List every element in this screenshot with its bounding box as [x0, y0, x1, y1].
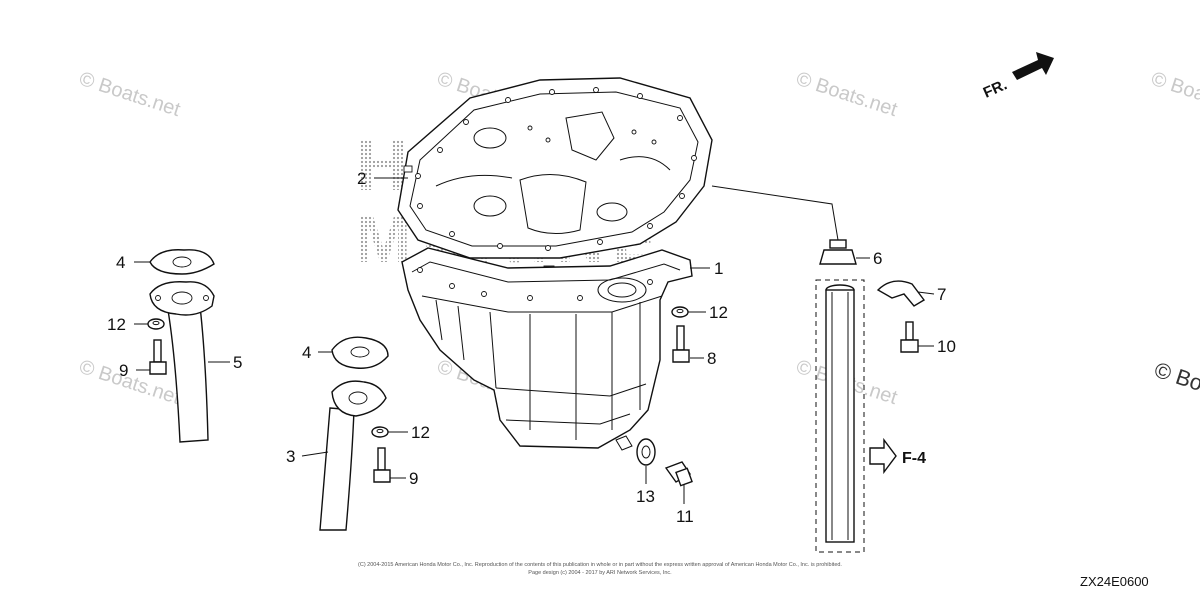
callout-5: 5 — [233, 353, 242, 372]
part-3-pipe-middle — [319, 380, 387, 531]
footer: (C) 2004-2015 American Honda Motor Co., … — [358, 562, 1149, 589]
part-1-oil-pan — [401, 247, 693, 451]
reference-label: F-4 — [902, 450, 926, 467]
part-11-drain-bolt — [664, 461, 693, 487]
part-13-washer — [636, 438, 656, 466]
callout-10: 10 — [937, 337, 956, 356]
callout-12-right: 12 — [709, 303, 728, 322]
part-7-clip — [876, 280, 926, 307]
callout-6: 6 — [873, 249, 882, 268]
callout-12-middle: 12 — [411, 423, 430, 442]
callout-11: 11 — [676, 507, 694, 526]
part-12-washer-left — [147, 318, 165, 330]
watermark-text: © Boats.net — [76, 68, 183, 121]
callout-1: 1 — [714, 259, 723, 278]
reference-f4: F-4 — [869, 437, 926, 475]
leader-lines — [134, 177, 935, 504]
watermark-text: © Boats.net — [1148, 68, 1200, 121]
watermark-text-edge: © Boats.net — [1151, 357, 1200, 416]
callout-4-middle: 4 — [302, 343, 311, 362]
callout-4-left: 4 — [116, 253, 125, 272]
front-label: FR. — [981, 76, 1010, 101]
watermark-text: © Boats.net — [793, 68, 900, 121]
part-5-pipe-left — [149, 281, 215, 443]
front-direction-indicator: FR. — [981, 52, 1054, 102]
part-10-bolt — [900, 321, 919, 353]
diagram-code: ZX24E0600 — [1080, 574, 1149, 589]
part-12-washer-right — [671, 306, 689, 318]
watermark-text: © Boats.net — [76, 356, 183, 409]
callout-8: 8 — [707, 349, 716, 368]
callout-3: 3 — [286, 447, 295, 466]
callout-13: 13 — [636, 487, 655, 506]
part-8-bolt — [672, 325, 690, 363]
part-9-bolt-left — [149, 339, 167, 375]
copyright-line: Page design (c) 2004 - 2017 by ARI Netwo… — [528, 570, 672, 576]
callouts: 2 1 6 7 10 12 8 13 11 4 12 9 5 4 12 9 3 — [107, 169, 956, 526]
callout-12-left: 12 — [107, 315, 126, 334]
oil-level-tube — [815, 279, 865, 553]
copyright-line: (C) 2004-2015 American Honda Motor Co., … — [358, 562, 842, 568]
part-6-grommet — [819, 239, 857, 265]
callout-2: 2 — [357, 169, 366, 188]
callout-9-middle: 9 — [409, 469, 418, 488]
part-12-washer-middle — [371, 426, 389, 438]
hollow-arrow-right-icon — [869, 437, 897, 475]
callout-7: 7 — [937, 285, 946, 304]
front-arrow-icon — [1012, 52, 1054, 80]
part-2-separator-plate — [397, 77, 713, 272]
part-4-gasket-middle — [331, 336, 389, 369]
callout-9-left: 9 — [119, 361, 128, 380]
part-4-gasket-left — [149, 249, 215, 275]
part-9-bolt-middle — [373, 447, 391, 483]
